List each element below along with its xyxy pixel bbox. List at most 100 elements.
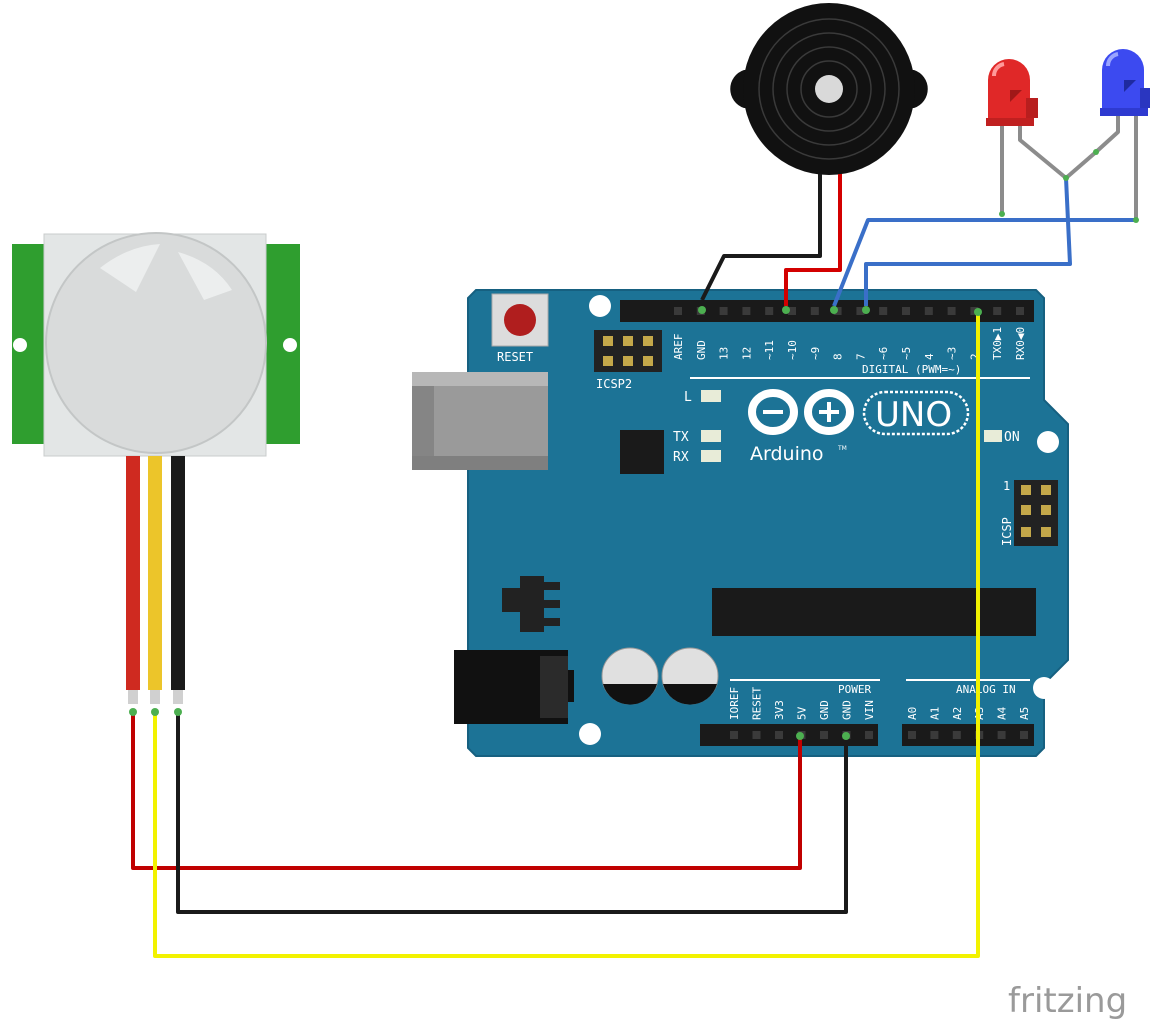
header-pin	[997, 731, 1006, 739]
icsp2-label: ICSP2	[596, 377, 632, 391]
led-tx	[701, 430, 721, 442]
header-pin	[788, 307, 796, 315]
header-pin	[879, 307, 888, 315]
reset-label: RESET	[497, 350, 533, 364]
analog-label: ANALOG IN	[956, 683, 1016, 696]
capacitor	[661, 647, 719, 705]
buzzer-mount-hole	[711, 82, 725, 96]
header-pin	[674, 307, 682, 315]
power-label: POWER	[838, 683, 871, 696]
header-pin	[930, 731, 939, 739]
pin-label: ~10	[786, 340, 799, 360]
header-pin	[742, 307, 751, 315]
pin-label: ~9	[809, 347, 822, 360]
pir-mount-hole	[283, 338, 297, 352]
usb-connector	[412, 372, 548, 470]
pin-label: 8	[832, 353, 845, 360]
reset-button[interactable]	[491, 293, 549, 347]
pir-pin	[173, 690, 183, 704]
header-pin	[952, 731, 961, 739]
voltage-regulator	[502, 576, 560, 632]
digital-header	[620, 300, 1034, 322]
pin-label: RESET	[751, 687, 764, 720]
led-blue	[1100, 49, 1150, 116]
buzzer-mount-hole	[933, 82, 947, 96]
wire-led-blue	[864, 177, 1072, 306]
pin-label: ~5	[900, 347, 913, 360]
pin-label: GND	[695, 340, 708, 360]
pir-pin	[150, 690, 160, 704]
usb-chip	[620, 430, 664, 474]
power-header	[700, 724, 878, 746]
header-pin	[865, 731, 873, 739]
icsp-label: ICSP	[1000, 517, 1014, 546]
header-pin	[765, 307, 774, 315]
wire-pir-vcc	[131, 712, 802, 870]
arduino-trademark: TM	[837, 445, 847, 452]
pin-label: 12	[740, 347, 753, 360]
pin-label: A4	[996, 706, 1009, 720]
pin-label: 3V3	[773, 700, 786, 720]
led-l	[701, 390, 721, 402]
on-label: ON	[1004, 430, 1020, 445]
led-rx	[701, 450, 721, 462]
digital-label: DIGITAL (PWM=~)	[862, 363, 961, 376]
pin-label: 4	[923, 353, 936, 360]
pin-label: 5V	[796, 706, 809, 720]
header-pin	[902, 307, 910, 315]
pin-label: 7	[854, 353, 867, 360]
pin-label: TX0▶1	[991, 327, 1004, 360]
fritzing-watermark: fritzing	[1008, 981, 1127, 1021]
header-pin	[775, 731, 783, 739]
header-pin	[730, 731, 738, 739]
pin-label: AREF	[672, 334, 685, 361]
arduino-board: RESET ICSP2 L TX RX ON	[412, 289, 1069, 757]
pir-dome-highlight	[178, 252, 232, 300]
icsp-pin1-label: 1	[1003, 479, 1010, 493]
pin-label: VIN	[863, 700, 876, 720]
led-rx-label: RX	[673, 450, 689, 465]
header-pin	[719, 307, 728, 315]
pin-label: GND	[841, 700, 854, 720]
pir-pin	[128, 690, 138, 704]
mounting-hole	[1033, 677, 1055, 699]
pin-label: A2	[951, 707, 964, 720]
arduino-brand: Arduino	[750, 443, 824, 465]
arduino-logo	[748, 389, 854, 435]
piezo-buzzer	[711, 3, 947, 175]
header-pin	[924, 307, 933, 315]
pin-label: ~6	[877, 347, 890, 360]
icsp-header	[1014, 480, 1058, 546]
pin-label: ~11	[763, 340, 776, 360]
wire-buzzer-signal	[784, 174, 842, 306]
header-pin	[752, 731, 761, 739]
uno-label: UNO	[875, 395, 952, 435]
uno-outline	[862, 390, 970, 436]
mounting-hole	[1037, 431, 1059, 453]
icsp2-header	[594, 330, 662, 372]
pir-sensor	[12, 232, 300, 704]
header-pin	[1016, 307, 1024, 315]
led-legs	[1000, 116, 1138, 220]
pir-lead-out	[148, 456, 162, 690]
wire-buzzer-gnd	[700, 174, 822, 301]
pin-label: A5	[1018, 707, 1031, 720]
pin-label: IOREF	[728, 687, 741, 720]
pin-label: 2	[968, 353, 981, 360]
pin-label: RX0◀0	[1014, 327, 1027, 360]
mounting-hole	[589, 295, 611, 317]
header-pin	[947, 307, 956, 315]
power-jack	[454, 650, 574, 724]
wire-pir-signal	[153, 312, 980, 958]
pin-label: A1	[928, 707, 941, 720]
header-pin	[908, 731, 916, 739]
led-tx-label: TX	[673, 430, 689, 445]
pin-label: 13	[718, 347, 731, 360]
pir-lead-gnd	[171, 456, 185, 690]
pir-lead-vcc	[126, 456, 140, 690]
mounting-hole	[579, 723, 601, 745]
led-on	[984, 430, 1002, 442]
